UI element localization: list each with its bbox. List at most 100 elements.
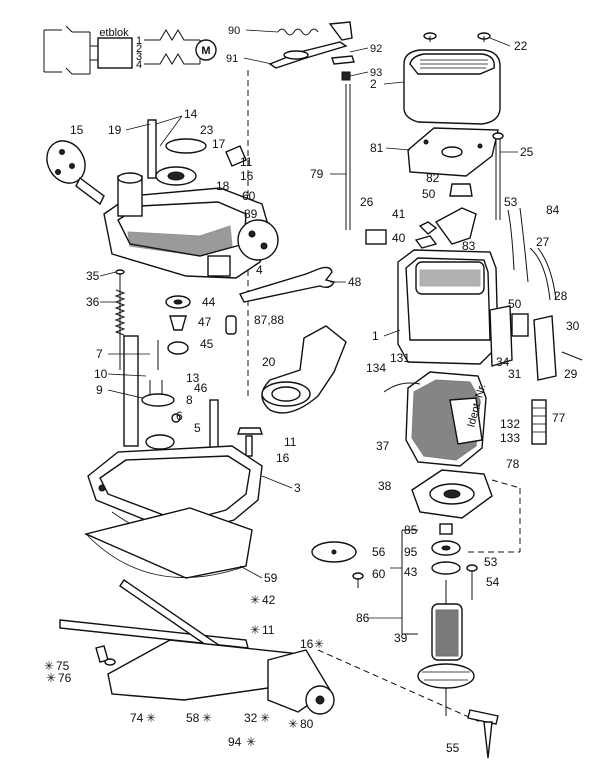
callout-59: 59: [264, 571, 278, 585]
callout-91: 91: [226, 53, 238, 65]
motor-housing: [397, 249, 513, 367]
router-base-plate: [87, 445, 263, 547]
callout-35: 35: [86, 269, 100, 283]
callout-34: 34: [496, 355, 510, 369]
callout-37: 37: [376, 439, 390, 453]
callout-25: 25: [520, 145, 534, 159]
callout-41: 41: [392, 207, 406, 221]
asterisk-icon: ✳: [246, 735, 256, 749]
callout-89: 89: [244, 207, 258, 221]
wiring-schematic: etblok 1 2 3 4 M: [43, 25, 217, 75]
callout-13: 13: [186, 371, 200, 385]
stator-field: [383, 371, 547, 467]
callout-14: 14: [184, 107, 198, 121]
callout-92: 92: [370, 43, 382, 55]
callout-47: 47: [198, 315, 212, 329]
callout-75: 75: [56, 659, 70, 673]
terminal-1: 1: [136, 35, 142, 47]
callout-131: 131: [390, 351, 410, 365]
callout-38: 38: [378, 479, 392, 493]
callout-134: 134: [366, 361, 386, 375]
sub-base: [83, 507, 253, 579]
bearings-stack: [311, 523, 478, 600]
callout-95: 95: [404, 545, 418, 559]
bracket-86: [401, 529, 418, 635]
wrench: [239, 266, 336, 303]
callout-77: 77: [552, 411, 566, 425]
callout-56: 56: [372, 545, 386, 559]
callout-16b: 16: [276, 451, 290, 465]
callout-15: 15: [70, 123, 84, 137]
callout-31: 31: [508, 367, 522, 381]
callout-26: 26: [360, 195, 374, 209]
asterisk-icon: ✳: [314, 637, 324, 651]
callout-1: 1: [372, 329, 379, 343]
motor-symbol-icon: [195, 39, 217, 61]
callout-45: 45: [200, 337, 214, 351]
callout-16c: 16: [300, 637, 314, 651]
callout-53b: 53: [484, 555, 498, 569]
callout-58: 58: [186, 711, 200, 725]
callout-17: 17: [212, 137, 226, 151]
callout-60a: 60: [242, 189, 256, 203]
callout-80: 80: [300, 717, 314, 731]
asterisk-icon: ✳: [260, 711, 270, 725]
callout-11a: 11: [240, 155, 253, 169]
callout-74: 74: [130, 711, 144, 725]
callout-48: 48: [348, 275, 362, 289]
cover-plate: [407, 127, 499, 177]
callout-9: 9: [96, 383, 103, 397]
callout-19: 19: [108, 123, 122, 137]
terminal-4: 4: [136, 59, 142, 71]
switch-parts: [511, 313, 583, 381]
callout-50a: 50: [422, 187, 436, 201]
callout-18: 18: [216, 179, 230, 193]
callout-84: 84: [546, 203, 560, 217]
callout-20: 20: [262, 355, 276, 369]
callout-42: 42: [262, 593, 276, 607]
brush-holder-parts: [365, 207, 557, 301]
callout-81: 81: [370, 141, 384, 155]
callout-30: 30: [566, 319, 580, 333]
callout-83: 83: [462, 239, 476, 253]
callout-labels: 90 91 92 93 22 2 81 82 25 79 26 50 41 40…: [56, 25, 580, 755]
callout-94: 94: [228, 735, 242, 749]
callout-85: 85: [404, 523, 418, 537]
callout-133: 133: [500, 431, 520, 445]
callout-22: 22: [514, 39, 528, 53]
callout-5: 5: [194, 421, 201, 435]
callout-60b: 60: [372, 567, 386, 581]
callout-50b: 50: [508, 297, 522, 311]
spring-column: [114, 269, 126, 370]
asterisk-icon: ✳: [250, 593, 260, 607]
callout-78: 78: [506, 457, 520, 471]
callout-54: 54: [486, 575, 500, 589]
lever-assembly: [247, 21, 355, 400]
callout-4: 4: [256, 263, 263, 277]
asterisk-icon: ✳: [288, 717, 298, 731]
callout-27: 27: [536, 235, 550, 249]
small-parts-cluster: [165, 295, 237, 355]
switch-label: etblok: [99, 27, 129, 39]
accessory-markers: ✳ ✳ ✳ ✳ ✳ ✳ ✳ ✳ ✳ ✳: [44, 593, 324, 749]
callout-87-88: 87,88: [254, 313, 284, 327]
callout-90: 90: [228, 25, 240, 37]
housing-cap: [403, 49, 501, 125]
callout-3: 3: [294, 481, 301, 495]
callout-46: 46: [194, 381, 208, 395]
callout-93: 93: [370, 67, 382, 79]
callout-43: 43: [404, 565, 418, 579]
callout-11c: 11: [262, 623, 275, 637]
callout-40: 40: [392, 231, 406, 245]
callout-132: 132: [500, 417, 520, 431]
asterisk-icon: ✳: [146, 711, 156, 725]
callout-55: 55: [446, 741, 460, 755]
armature: [417, 580, 499, 759]
callout-10: 10: [94, 367, 108, 381]
leader-lines: [99, 29, 518, 619]
parallel-guide: [59, 579, 481, 723]
callout-36: 36: [86, 295, 100, 309]
callout-29: 29: [564, 367, 578, 381]
motor-symbol-label: M: [201, 45, 210, 57]
